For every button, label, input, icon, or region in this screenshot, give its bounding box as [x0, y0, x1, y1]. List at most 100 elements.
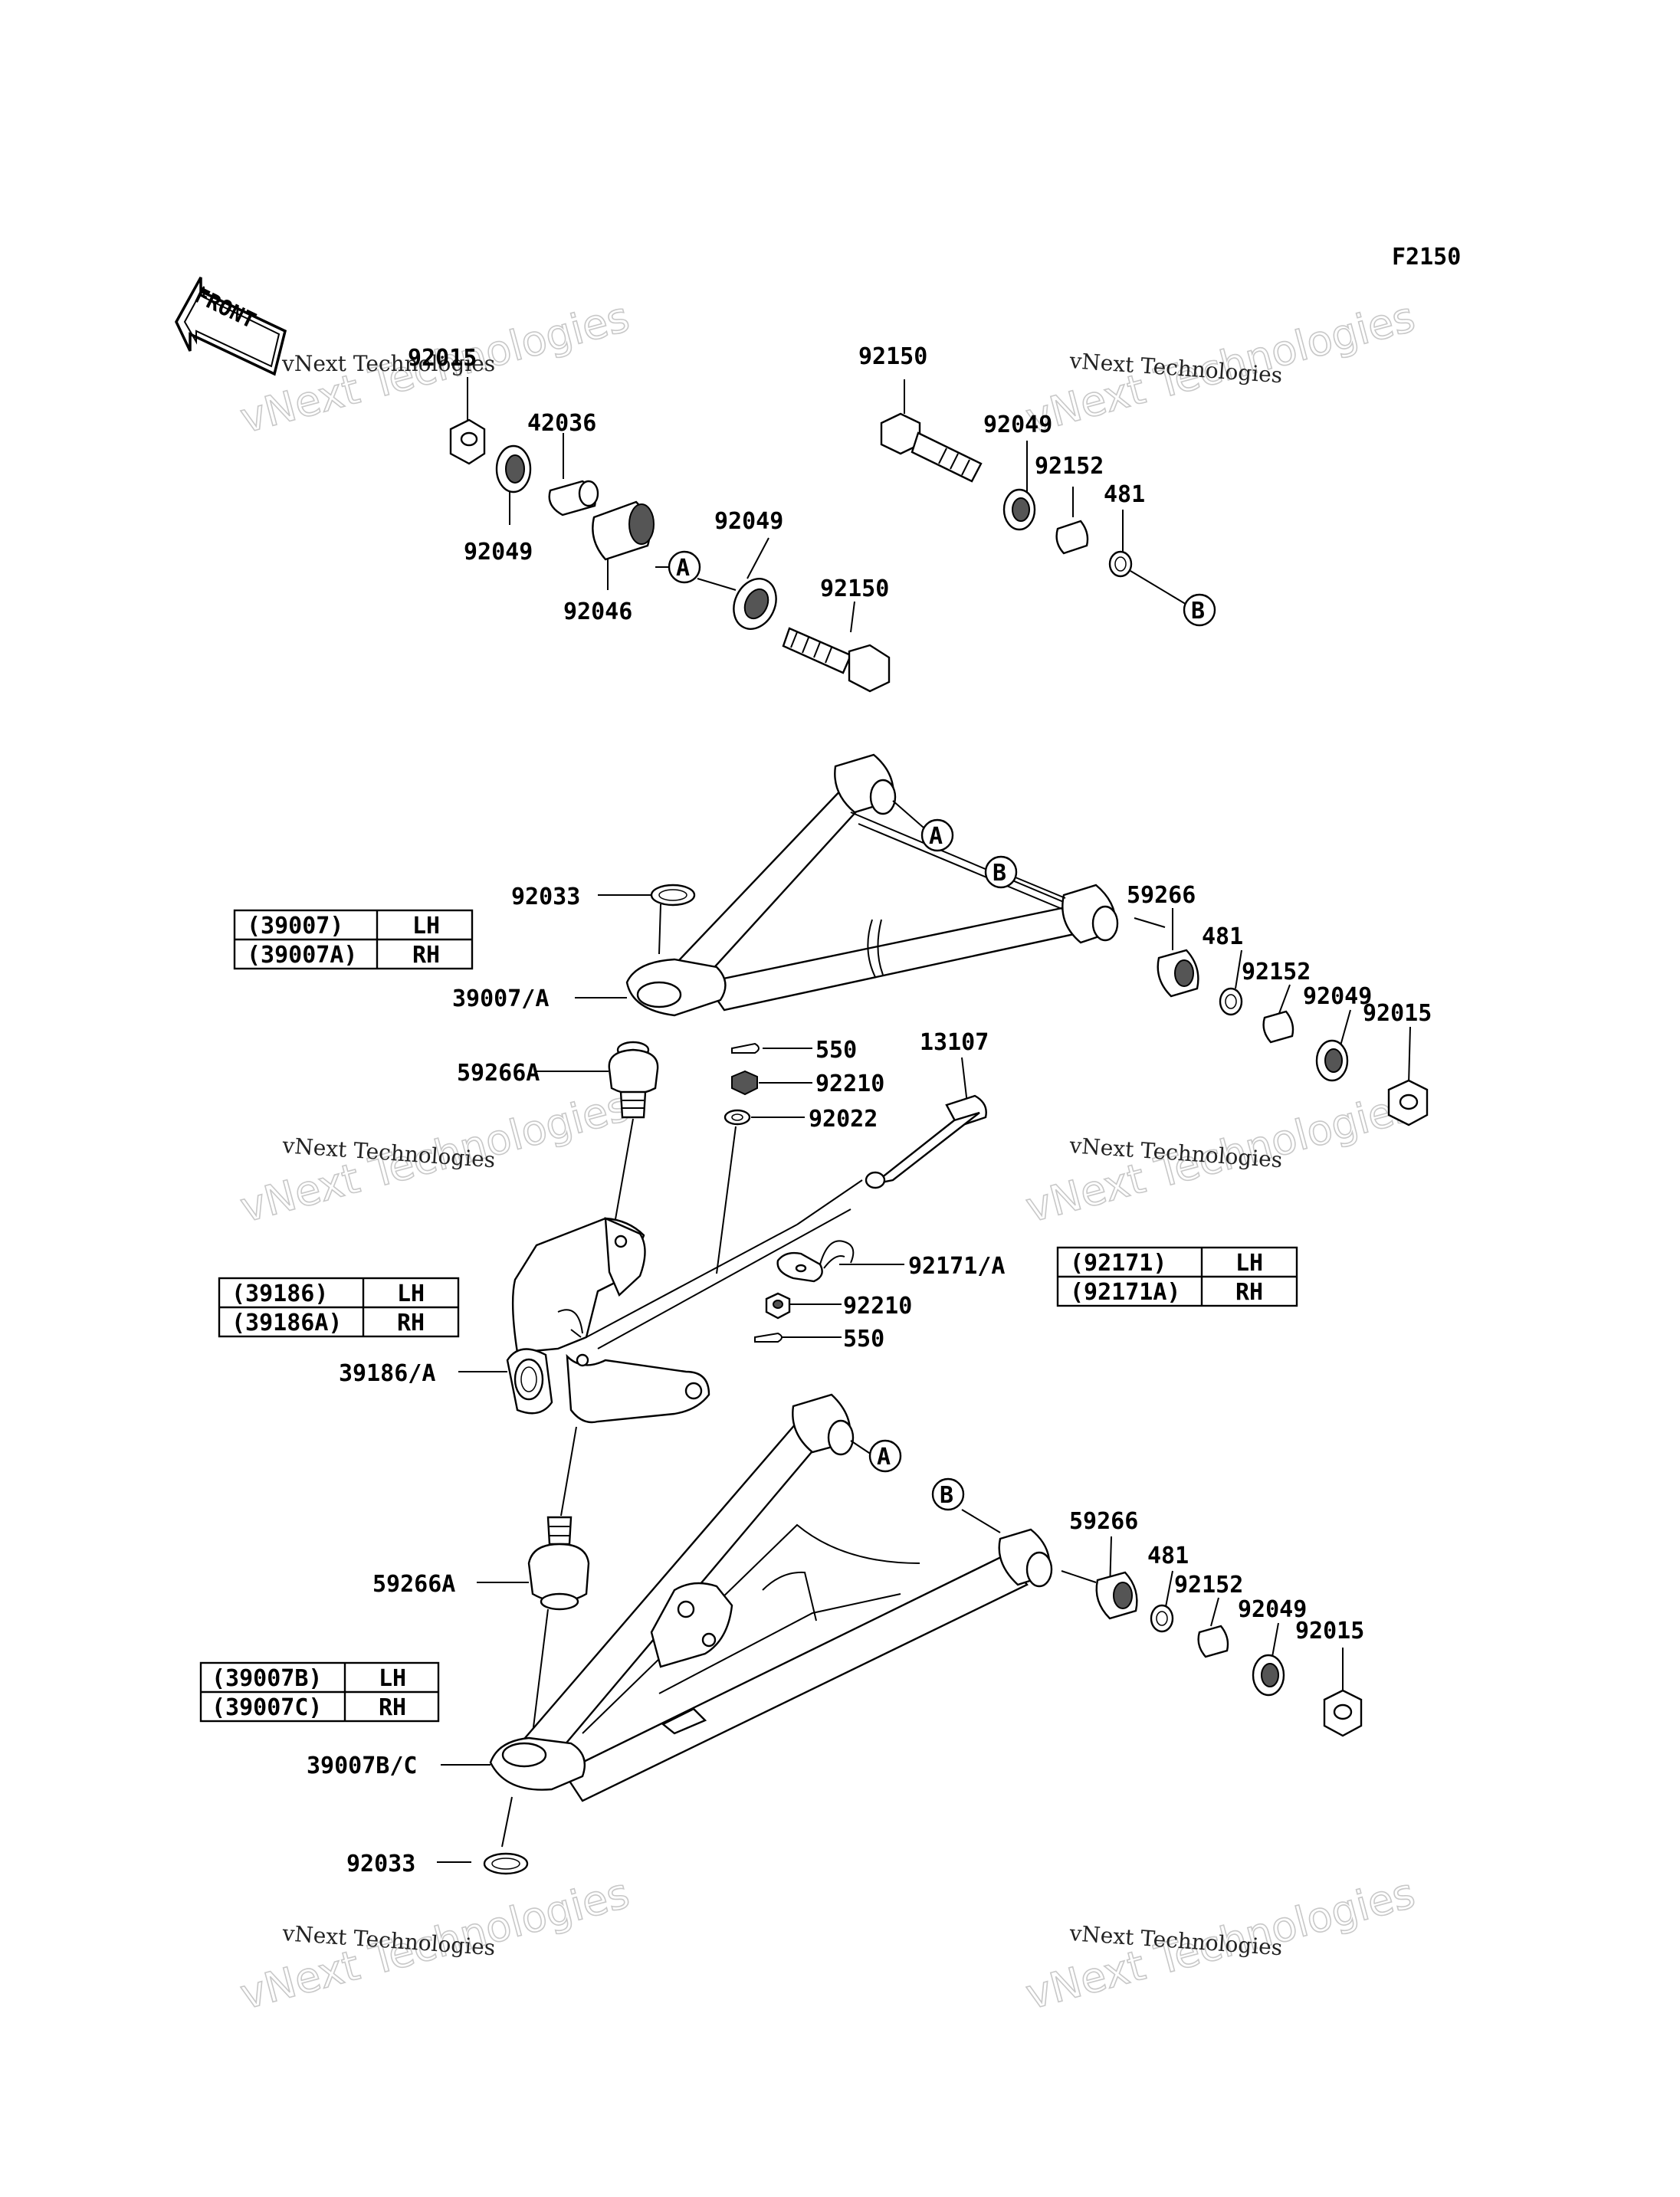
- part-label: 39186/A: [339, 1360, 435, 1387]
- table-cell: (92171A): [1070, 1279, 1181, 1306]
- part-label: 59266A: [372, 1571, 455, 1598]
- spindle-leaders: [716, 1048, 968, 1338]
- top-leader-lines: [467, 377, 1189, 633]
- bushing-59266-lower: [1095, 1571, 1138, 1620]
- knuckle-39186: [506, 1208, 851, 1424]
- svg-text:B: B: [1191, 598, 1205, 625]
- svg-text:B: B: [940, 1482, 953, 1509]
- bearing-92046: [592, 500, 655, 561]
- ball-joint-59266A-lower: [527, 1426, 590, 1734]
- washer-92049-a: [495, 444, 532, 494]
- circlip-92033-lower: [483, 1852, 529, 1875]
- variant-table-39186: (39186) LH (39186A) RH: [218, 1277, 460, 1338]
- castle-nut-92210-upper: [731, 1070, 758, 1096]
- table-cell: (39007C): [212, 1694, 323, 1721]
- washer-92049-upper: [1315, 1039, 1349, 1082]
- table-cell: RH: [1235, 1279, 1263, 1306]
- sleeve-42036: [548, 480, 599, 516]
- callout-a-top: A: [668, 550, 701, 584]
- part-label: 92171/A: [908, 1253, 1005, 1280]
- table-cell: (39186A): [231, 1310, 343, 1336]
- part-label: 481: [1147, 1543, 1189, 1569]
- svg-text:A: A: [929, 823, 943, 850]
- washer-92049-c: [1002, 488, 1036, 531]
- part-label: 92033: [346, 1851, 415, 1877]
- diagram-code: F2150: [1392, 244, 1461, 271]
- callout-a-lower: A: [868, 1439, 902, 1473]
- part-label: 39007B/C: [307, 1753, 418, 1779]
- nut-92015-lower: [1323, 1689, 1363, 1737]
- nut-92015-top: [449, 418, 486, 465]
- bolt-92150-upper: [880, 412, 983, 483]
- part-label: 550: [843, 1326, 884, 1353]
- ball-joint-59266A-upper: [608, 1041, 659, 1233]
- front-arrow-icon: FRONT: [175, 277, 287, 376]
- part-label: 92015: [1295, 1618, 1364, 1644]
- part-label: 92049: [464, 539, 533, 566]
- watermark-bottom-right: vNext Technologies vNext Technologies: [1020, 1868, 1420, 2020]
- cotter-pin-550-lower: [754, 1332, 783, 1343]
- part-label: 13107: [920, 1029, 989, 1056]
- collar-92152-upper: [1262, 1010, 1294, 1044]
- callout-b-upper: B: [984, 855, 1018, 889]
- part-label: 92049: [714, 508, 783, 535]
- part-label: 59266: [1069, 1508, 1138, 1535]
- watermark-mid-right: vNext Technologies vNext Technologies: [1020, 1081, 1420, 1233]
- bushing-59266-upper: [1157, 949, 1199, 998]
- cotter-pin-550-upper: [731, 1042, 760, 1054]
- table-cell: (39007A): [247, 942, 358, 969]
- washer-92049-b: [733, 578, 777, 630]
- part-label: 92152: [1174, 1572, 1243, 1599]
- table-cell: (39186): [231, 1280, 328, 1307]
- circlip-481-lower: [1150, 1604, 1174, 1633]
- watermark-bottom-left: vNext Technologies vNext Technologies: [235, 1868, 635, 2020]
- callout-b-top: B: [1183, 593, 1216, 627]
- nut-92015-upper: [1387, 1079, 1429, 1126]
- table-cell: LH: [1235, 1250, 1263, 1277]
- part-label: 92210: [815, 1071, 884, 1097]
- svg-text:A: A: [676, 555, 690, 582]
- table-cell: LH: [412, 913, 440, 939]
- lower-a-arm: [489, 1393, 1053, 1802]
- table-cell: (92171): [1070, 1250, 1166, 1277]
- part-label: 42036: [527, 410, 596, 437]
- part-label: 39007/A: [452, 985, 549, 1012]
- table-cell: LH: [379, 1665, 406, 1692]
- part-label: 92033: [511, 884, 580, 910]
- watermark-top-right: vNext Technologies vNext Technologies: [1020, 292, 1420, 444]
- part-label: 92049: [1238, 1596, 1307, 1623]
- part-label: 550: [815, 1037, 857, 1064]
- part-label: 92046: [563, 598, 632, 625]
- part-label: 92022: [809, 1106, 878, 1133]
- part-label: 92150: [858, 343, 927, 370]
- part-label: 92150: [820, 575, 889, 602]
- collar-92152-lower: [1197, 1625, 1229, 1658]
- part-label: 481: [1202, 923, 1243, 950]
- collar-92152-top: [1055, 520, 1089, 555]
- svg-text:B: B: [993, 860, 1006, 887]
- part-label: 92152: [1242, 959, 1311, 985]
- part-label: 59266: [1127, 882, 1196, 909]
- variant-table-92171: (92171) LH (92171A) RH: [1056, 1246, 1298, 1307]
- table-cell: RH: [379, 1694, 406, 1721]
- part-label: 92015: [408, 345, 477, 372]
- circlip-92033-upper: [650, 884, 696, 907]
- svg-text:vNext Technologies: vNext Technologies: [281, 351, 495, 376]
- part-label: 92152: [1035, 453, 1104, 480]
- part-label: 92049: [1303, 983, 1372, 1010]
- part-label: 92049: [983, 412, 1052, 438]
- washer-92049-lower: [1252, 1654, 1285, 1697]
- part-label: 92015: [1363, 1000, 1432, 1027]
- part-label: 59266A: [457, 1060, 540, 1087]
- svg-text:A: A: [877, 1444, 891, 1471]
- upper-arm-leaders: [575, 800, 1411, 1085]
- watermark-mid-left: vNext Technologies vNext Technologies: [235, 1081, 635, 1233]
- table-cell: (39007): [247, 913, 343, 939]
- table-cell: RH: [397, 1310, 425, 1336]
- lower-arm-leaders: [437, 1440, 1344, 1863]
- part-label: 92210: [843, 1293, 912, 1320]
- upper-a-arm: [625, 753, 1119, 1017]
- variant-table-39007b: (39007B) LH (39007C) RH: [199, 1661, 440, 1723]
- table-cell: RH: [412, 942, 440, 969]
